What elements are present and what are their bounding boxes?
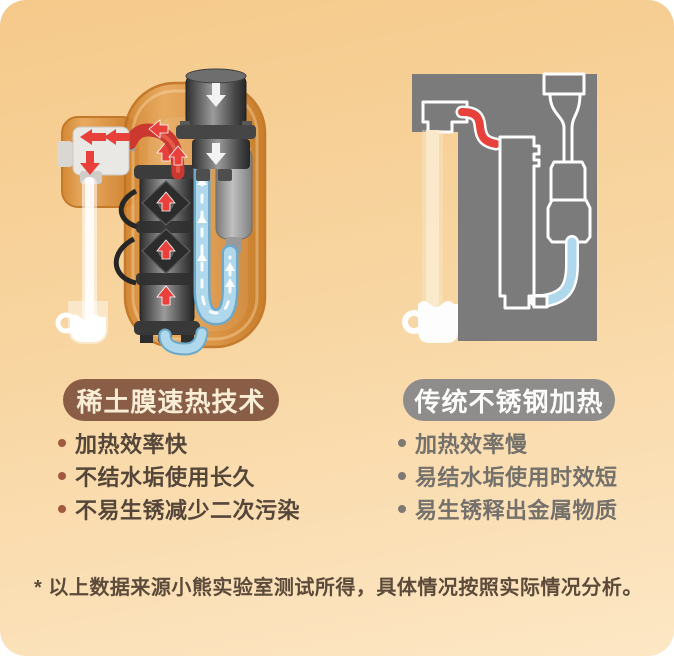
bullet-dot bbox=[58, 504, 66, 513]
bullet-text: 加热效率快 bbox=[75, 431, 188, 457]
bullet-text: 不易生锈减少二次污染 bbox=[75, 497, 301, 523]
bullet-text: 易生锈释出金属物质 bbox=[415, 497, 618, 523]
heat-up-arrows bbox=[156, 141, 176, 306]
tank-outlet-stub bbox=[532, 294, 549, 309]
inlet-assembly bbox=[542, 72, 592, 244]
list-item: 不结水垢使用长久 bbox=[58, 459, 300, 492]
wire bbox=[113, 236, 137, 286]
water-stream bbox=[422, 130, 443, 308]
rare-earth-badge: 稀土膜速热技术 bbox=[63, 379, 279, 421]
stainless-heater-illustration bbox=[402, 72, 597, 343]
list-item: 加热效率快 bbox=[58, 426, 300, 459]
bullet-text: 不结水垢使用长久 bbox=[75, 464, 256, 490]
water-cup bbox=[55, 301, 108, 344]
stainless-badge: 传统不锈钢加热 bbox=[403, 379, 615, 421]
bullet-dot bbox=[58, 438, 66, 447]
wire bbox=[118, 188, 139, 230]
list-item: 易结水垢使用时效短 bbox=[398, 459, 618, 492]
flow-down-arrows bbox=[206, 83, 226, 165]
spout-flow-arrows bbox=[80, 129, 130, 175]
disclaimer-text: * 以上数据来源小熊实验室测试所得，具体情况按照实际情况分析。 bbox=[34, 577, 643, 599]
bullet-text: 易结水垢使用时效短 bbox=[415, 464, 618, 490]
hot-water-pipe bbox=[455, 105, 503, 151]
rare-earth-bullet-list: 加热效率快 不结水垢使用长久 不易生锈减少二次污染 bbox=[58, 426, 300, 525]
bullet-dot bbox=[398, 471, 406, 480]
water-cup bbox=[402, 301, 458, 343]
water-stream bbox=[82, 177, 97, 323]
bullet-text: 加热效率慢 bbox=[415, 431, 528, 457]
rare-earth-heater-illustration bbox=[55, 68, 267, 356]
heater-tank bbox=[498, 135, 541, 310]
list-item: 易生锈释出金属物质 bbox=[398, 492, 618, 525]
list-item: 加热效率慢 bbox=[398, 426, 618, 459]
list-item: 不易生锈减少二次污染 bbox=[58, 492, 300, 525]
stainless-bullet-list: 加热效率慢 易结水垢使用时效短 易生锈释出金属物质 bbox=[398, 426, 618, 525]
bullet-dot bbox=[58, 471, 66, 480]
spout bbox=[57, 126, 130, 184]
motor bbox=[176, 68, 256, 181]
bullet-dot bbox=[398, 438, 406, 447]
cold-water-tube bbox=[158, 142, 239, 356]
bullet-dot bbox=[398, 504, 406, 513]
